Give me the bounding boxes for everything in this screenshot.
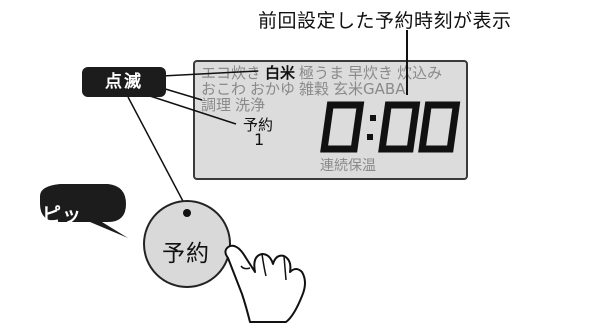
yoyaku-button-label: 予約 [162, 241, 210, 267]
beep-sound-text: ピッ [42, 204, 83, 226]
beep-speech-bubble [40, 184, 128, 238]
menu-senjou: 洗浄 [235, 96, 266, 114]
digit-hour [320, 101, 365, 153]
menu-zakkoku: 雑穀 [299, 80, 330, 98]
flash-leader-lines [127, 70, 259, 206]
lcd-time-digits [320, 101, 461, 153]
lcd-menu-row-2: おこわおかゆ雑穀玄米GABA [201, 81, 409, 98]
lcd-yoyaku-label: 予約 [243, 116, 274, 134]
menu-genmai-gaba: 玄米GABA [333, 80, 406, 98]
menu-takikomi: 炊込み [397, 64, 443, 82]
digit-minute-tens [378, 101, 421, 153]
lcd-menu-row-3: 調理洗浄 [201, 97, 269, 114]
lcd-renzoku-hoon: 連続保温 [320, 158, 376, 174]
menu-okowa: おこわ [201, 80, 247, 98]
button-indicator-dot [183, 209, 191, 217]
display-callout-text: 前回設定した予約時刻が表示 [258, 10, 512, 32]
pointing-hand-icon [224, 244, 306, 323]
menu-hakumai: 白米 [265, 64, 296, 82]
lcd-display-panel: エコ炊き白米極うま早炊き炊込み おこわおかゆ雑穀玄米GABA 調理洗浄 予約 1… [193, 60, 468, 180]
menu-hayadaki: 早炊き [348, 64, 394, 82]
menu-chouri: 調理 [201, 96, 232, 114]
menu-okayu: おかゆ [250, 80, 296, 98]
colon [367, 115, 376, 140]
yoyaku-button[interactable] [143, 200, 231, 288]
flash-label-badge: 点滅 [82, 67, 166, 97]
digit-minute-ones [418, 101, 461, 153]
lcd-yoyaku-number: 1 [254, 130, 265, 149]
menu-gokuuma: 極うま [299, 64, 345, 82]
